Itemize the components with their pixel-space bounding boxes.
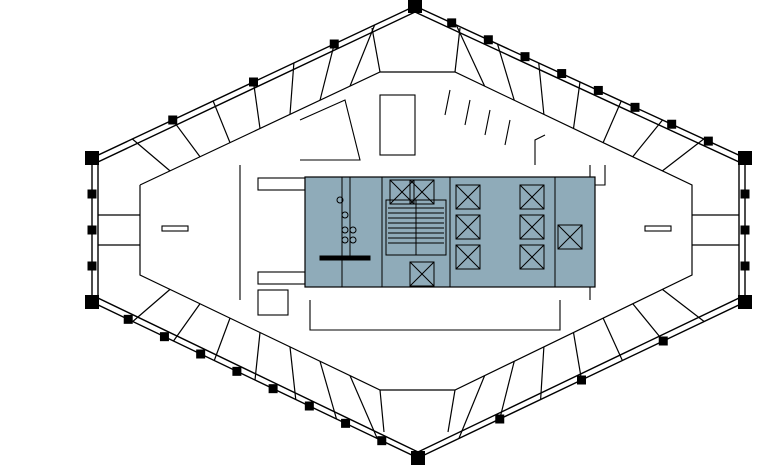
partition [540,346,545,400]
elevator-icon [409,179,435,205]
column [411,451,425,465]
elevator-shaft [519,214,545,240]
partition [289,62,295,115]
column [123,314,133,324]
elevator-shaft [409,261,435,287]
elevator-cross [409,179,435,205]
partition [496,43,515,101]
partition [602,317,623,361]
elevator-icon [519,244,545,270]
elevator-icon [557,224,583,250]
partition [632,303,664,342]
elevator-cross [519,244,545,270]
column [87,261,97,271]
building-core [304,176,596,288]
elevator-icon [409,261,435,287]
elevator-shaft [455,244,481,270]
column [577,375,586,385]
column [85,295,99,309]
elevator-shaft [455,214,481,240]
column [520,52,530,62]
column [410,1,420,11]
columns [85,0,752,465]
partition [173,303,201,342]
elevator-shaft [455,184,481,210]
elevator-icon [519,214,545,240]
partition [572,81,581,129]
corridor-wall [139,27,693,433]
partition [212,100,231,143]
elevator-cross [519,184,545,210]
elevator-cross [455,214,481,240]
partition [319,361,338,420]
column [168,115,178,125]
column [85,151,99,165]
elevator-bank [389,179,583,287]
partition [254,332,261,381]
column [740,189,750,199]
column [738,151,752,165]
elevator-shaft [519,184,545,210]
column [329,39,339,49]
column [377,436,387,446]
elevator-shaft [557,224,583,250]
partition [132,288,171,322]
column [341,418,351,428]
partition [602,100,622,143]
office-partitions [98,24,739,439]
partition [572,332,583,381]
elevator-cross [519,214,545,240]
column [557,69,567,79]
partition [319,43,335,101]
column [268,384,278,394]
elevator-icon [455,244,481,270]
column [159,332,169,342]
partition [252,81,261,129]
partition [632,119,663,158]
column [249,77,258,87]
partition [172,119,201,158]
elevator-icon [519,184,545,210]
column [740,225,750,235]
column [593,85,603,95]
column [630,102,640,112]
partition [538,62,545,115]
stair-icon [385,199,447,256]
elevator-icon [455,184,481,210]
column [232,366,242,376]
column [196,349,206,359]
column [740,261,750,271]
column [703,136,713,146]
column [658,336,668,346]
elevator-cross [409,261,435,287]
partition [349,375,378,439]
elevator-shaft [519,244,545,270]
partition [349,24,376,87]
partition [458,375,486,439]
column [304,401,314,411]
elevator-cross [455,244,481,270]
partition [289,346,297,400]
partition [213,317,231,361]
column [87,189,97,199]
partition [455,24,486,87]
column [738,295,752,309]
column [495,414,505,424]
elevator-cross [455,184,481,210]
partition [662,288,705,322]
partition [499,361,515,420]
partition [662,138,705,172]
column [483,35,493,45]
elevator-icon [455,214,481,240]
column [447,18,457,28]
elevator-cross [557,224,583,250]
restrooms [319,177,371,287]
elevator-shaft [389,179,415,205]
elevator-shaft [409,179,435,205]
column [87,225,97,235]
column [667,119,677,129]
partition [131,138,171,172]
